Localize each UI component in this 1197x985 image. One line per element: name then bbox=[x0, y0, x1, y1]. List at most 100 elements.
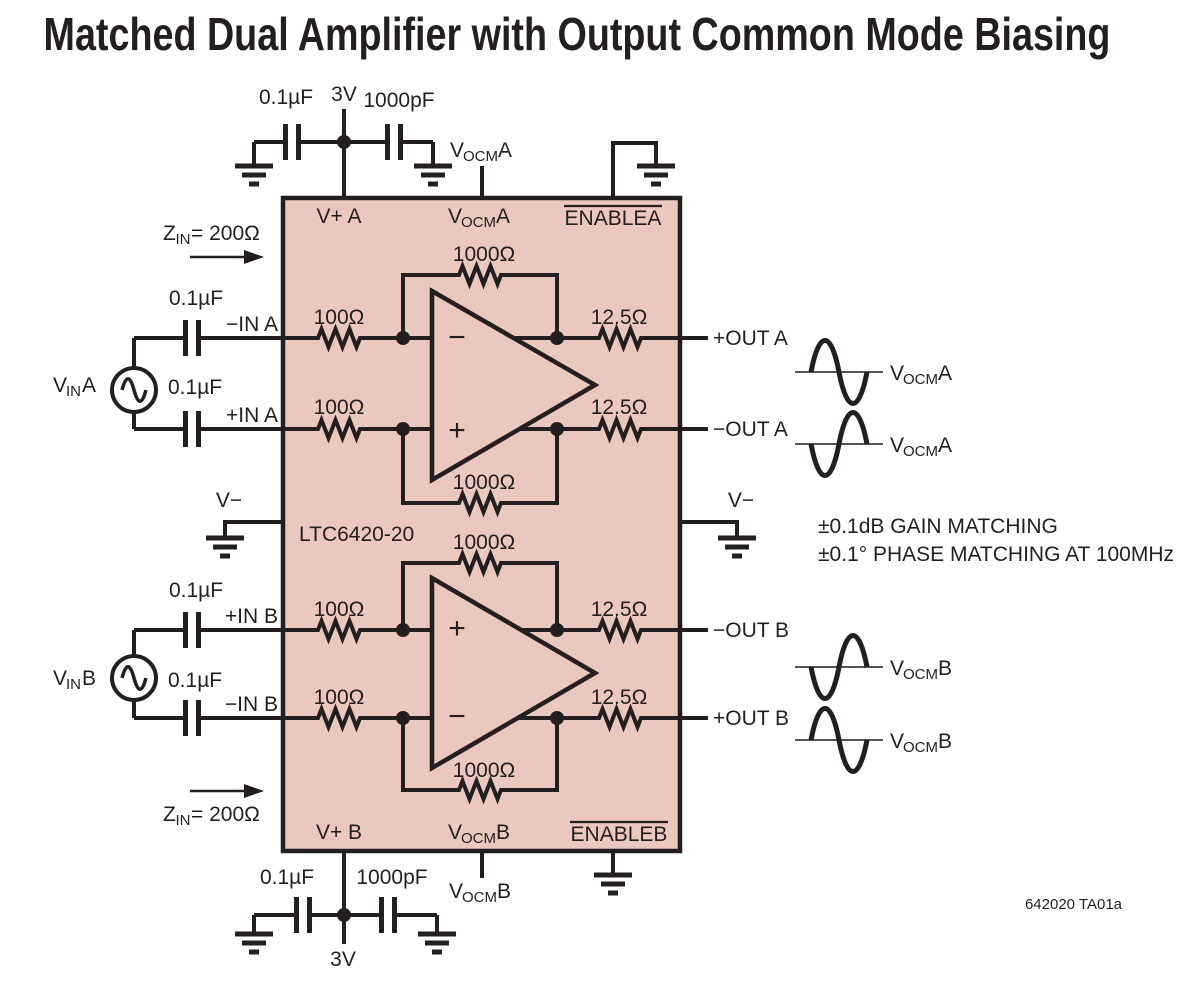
capacitor-symbol bbox=[388, 124, 401, 160]
vocm-a-label-suffix: A bbox=[498, 139, 512, 162]
phase-matching-note: ±0.1° PHASE MATCHING AT 100MHz bbox=[818, 543, 1174, 566]
arrow-right-icon bbox=[188, 248, 266, 266]
zin-label-sub: IN bbox=[176, 231, 191, 248]
pin-vocm-a: V bbox=[448, 205, 462, 228]
zin-label-sub: IN bbox=[176, 812, 191, 829]
chip-bottom-pins: V+ B V OCM B ENABLEB bbox=[316, 820, 668, 847]
wire-feedback bbox=[401, 273, 452, 338]
pin-in-pos-b: +IN B bbox=[225, 605, 278, 628]
wire-feedback bbox=[508, 718, 559, 792]
input-network-a: 0.1µF 0.1µF −IN A +IN A V IN A 100Ω 100Ω bbox=[53, 287, 432, 447]
pin-vocm-b: V bbox=[448, 821, 462, 844]
outputs-a: +OUT A −OUT A V OCM A V OCM A bbox=[713, 327, 952, 476]
gain-matching-note: ±0.1dB GAIN MATCHING bbox=[818, 515, 1058, 538]
amplifier-chip-body bbox=[280, 195, 683, 854]
ground-symbol bbox=[418, 934, 456, 952]
pin-in-neg-a: −IN A bbox=[226, 313, 278, 336]
pin-vplus-a: V+ A bbox=[317, 205, 362, 228]
vocm-a-label-suffix: A bbox=[938, 362, 952, 385]
amplifier-a: 1000Ω 1000Ω − + 12.5Ω 12.5Ω bbox=[401, 243, 708, 514]
resistor-value-label: 100Ω bbox=[314, 686, 365, 709]
junction-dot bbox=[337, 908, 351, 922]
pin-out-pos-b: +OUT B bbox=[713, 707, 789, 730]
pin-vocm-a-sub: OCM bbox=[461, 214, 496, 231]
resistor-value-label: 1000Ω bbox=[453, 759, 515, 782]
supply-decoupling-a: 0.1µF 3V 1000pF V OCM A bbox=[235, 83, 675, 198]
vocm-a-label-suffix: A bbox=[938, 434, 952, 457]
page-title: Matched Dual Amplifier with Output Commo… bbox=[44, 8, 1111, 59]
opamp-minus-input: − bbox=[448, 321, 466, 354]
cap-value-label: 1000pF bbox=[356, 866, 427, 889]
outputs-b: −OUT B +OUT B V OCM B V OCM B bbox=[713, 619, 952, 772]
vocm-a-label: V bbox=[890, 434, 904, 457]
pin-enable-a: ENABLEA bbox=[565, 207, 662, 230]
supply-voltage-label: 3V bbox=[331, 83, 357, 106]
ground-symbol bbox=[206, 538, 244, 556]
amplifier-b: 1000Ω 1000Ω + − 12.5Ω 12.5Ω bbox=[401, 531, 708, 801]
junction-dot bbox=[550, 331, 564, 345]
ground-symbol bbox=[235, 166, 273, 184]
vocm-b-label: V bbox=[890, 730, 904, 753]
ground-symbol bbox=[718, 538, 756, 556]
wire-enable-a bbox=[611, 141, 658, 198]
document-id: 642020 TA01a bbox=[1025, 896, 1123, 913]
vocm-b-label: V bbox=[449, 880, 463, 903]
vin-a-label: V bbox=[53, 374, 67, 397]
junction-dot bbox=[550, 711, 564, 725]
vocm-b-label: V bbox=[890, 657, 904, 680]
capacitor-symbol bbox=[186, 411, 199, 447]
resistor-value-label: 100Ω bbox=[314, 306, 365, 329]
wire-feedback bbox=[401, 718, 452, 792]
ground-symbol bbox=[594, 875, 632, 893]
resistor-value-label: 12.5Ω bbox=[591, 686, 648, 709]
vocm-b-label-suffix: B bbox=[938, 657, 952, 680]
capacitor-symbol bbox=[186, 320, 199, 356]
junction-dot bbox=[337, 135, 351, 149]
vocm-b-label-sub: OCM bbox=[462, 889, 497, 906]
signal-source-b bbox=[110, 654, 158, 702]
pin-vocm-b-sub: OCM bbox=[461, 830, 496, 847]
vocm-b-label-suffix: B bbox=[938, 730, 952, 753]
resistor-value-label: 100Ω bbox=[314, 396, 365, 419]
capacitor-symbol bbox=[382, 897, 395, 933]
capacitor-symbol bbox=[186, 700, 199, 736]
capacitor-symbol bbox=[186, 612, 199, 648]
input-network-b: 0.1µF 0.1µF +IN B −IN B V IN B 100Ω 100Ω bbox=[53, 579, 432, 736]
cap-value-label: 0.1µF bbox=[169, 579, 223, 602]
vocm-a-label: V bbox=[890, 362, 904, 385]
cap-value-label: 0.1µF bbox=[260, 866, 314, 889]
wire-feedback bbox=[508, 429, 559, 505]
wire-vminus-left bbox=[223, 520, 283, 537]
resistor-value-label: 100Ω bbox=[314, 598, 365, 621]
ground-symbol bbox=[235, 934, 273, 952]
cap-value-label: 0.1µF bbox=[168, 376, 222, 399]
pin-out-pos-a: +OUT A bbox=[713, 327, 788, 350]
zin-value: = 200Ω bbox=[191, 222, 260, 245]
wire-feedback bbox=[401, 561, 452, 630]
matching-notes: ±0.1dB GAIN MATCHING ±0.1° PHASE MATCHIN… bbox=[818, 515, 1174, 566]
wire-vminus-right bbox=[680, 520, 739, 537]
opamp-plus-input: + bbox=[448, 414, 466, 447]
junction-dot bbox=[550, 623, 564, 637]
vin-a-label-sub: IN bbox=[66, 383, 81, 400]
pin-out-neg-a: −OUT A bbox=[713, 418, 788, 441]
signal-source-a bbox=[110, 366, 158, 414]
zin-label: Z bbox=[163, 222, 176, 245]
resistor-value-label: 1000Ω bbox=[453, 243, 515, 266]
junction-dot bbox=[550, 422, 564, 436]
supply-voltage-label: 3V bbox=[330, 948, 356, 971]
resistor-value-label: 12.5Ω bbox=[591, 396, 648, 419]
ground-symbol bbox=[637, 166, 675, 184]
vocm-a-label: V bbox=[450, 139, 464, 162]
cap-value-label: 0.1µF bbox=[168, 669, 222, 692]
zin-label: Z bbox=[163, 803, 176, 826]
resistor-value-label: 12.5Ω bbox=[591, 306, 648, 329]
wire-feedback bbox=[401, 429, 452, 505]
vin-b-label: V bbox=[53, 667, 67, 690]
cap-value-label: 1000pF bbox=[363, 89, 434, 112]
pin-in-neg-b: −IN B bbox=[225, 693, 278, 716]
cap-value-label: 0.1µF bbox=[169, 287, 223, 310]
ground-symbol bbox=[414, 166, 452, 184]
wire-feedback bbox=[508, 561, 559, 630]
